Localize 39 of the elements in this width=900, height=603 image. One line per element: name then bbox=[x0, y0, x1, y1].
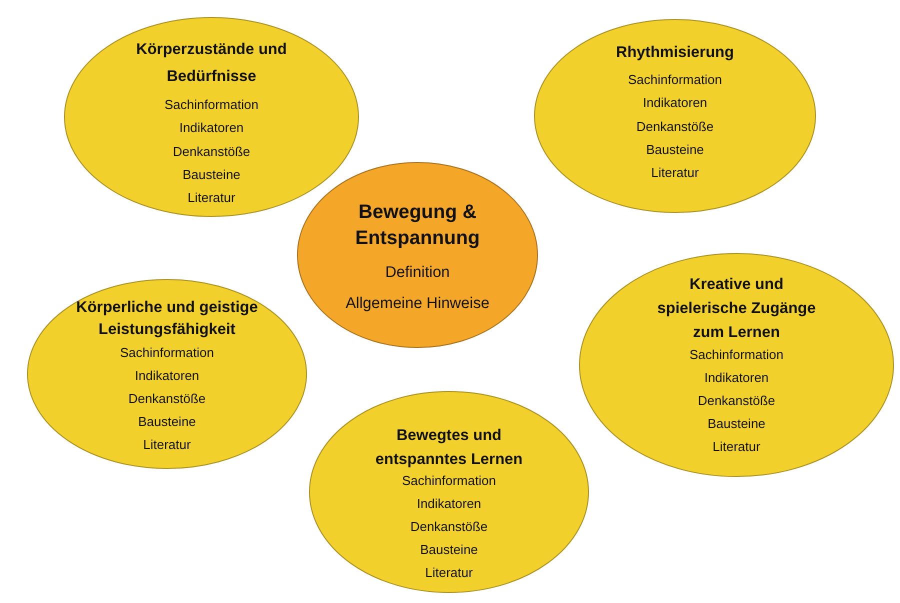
subtopic-label: Denkanstöße bbox=[128, 390, 206, 406]
topic-heading: Rhythmisierung bbox=[616, 44, 734, 61]
topic-heading: Bewegtes und entspanntes Lernen bbox=[375, 427, 523, 468]
subtopic-label: Denkanstöße bbox=[636, 118, 714, 134]
topic-ellipse bbox=[27, 279, 307, 469]
subtopic-label: Literatur bbox=[188, 190, 236, 206]
subtopic-label: Sachinformation bbox=[628, 72, 722, 87]
subtopic-label: Bausteine bbox=[182, 166, 240, 182]
subtopic-label: Bausteine bbox=[646, 142, 704, 157]
subtopic-label: Allgemeine Hinweise bbox=[346, 295, 490, 312]
topic-heading: Körperzustände und Bedürfnisse bbox=[136, 41, 287, 85]
subtopic-label: Denkanstöße bbox=[172, 144, 250, 159]
topic-heading: Bewegung & Entspannung bbox=[355, 201, 480, 249]
subtopic-label: Sachinformation bbox=[402, 472, 496, 488]
subtopic-label: Sachinformation bbox=[164, 97, 258, 112]
subtopic-label: Denkanstöße bbox=[698, 392, 776, 408]
topic-ellipse bbox=[64, 17, 359, 217]
topic-heading: Körperliche und geistige Leistungsfähigkeit bbox=[76, 299, 258, 338]
subtopic-label: Indikatoren bbox=[704, 370, 769, 385]
topic-ellipse bbox=[309, 391, 589, 593]
subtopic-label: Indikatoren bbox=[179, 120, 244, 136]
subtopic-label: Sachinformation bbox=[120, 344, 214, 360]
subtopic-label: Indikatoren bbox=[134, 368, 200, 382]
central-topic-ellipse bbox=[297, 162, 538, 348]
subtopic-label: Literatur bbox=[712, 439, 760, 454]
subtopic-label: Indikatoren bbox=[416, 496, 482, 511]
subtopic-label: Denkanstöße bbox=[410, 518, 488, 534]
subtopic-label: Bausteine bbox=[138, 414, 196, 428]
subtopic-label: Definition bbox=[385, 264, 450, 281]
subtopic-label: Indikatoren bbox=[642, 95, 708, 110]
topic-heading: Kreative und spielerische Zugänge zum Lernen bbox=[657, 276, 816, 341]
subtopic-label: Literatur bbox=[651, 165, 699, 180]
subtopic-label: Sachinformation bbox=[690, 346, 784, 362]
subtopic-label: Bausteine bbox=[420, 542, 478, 558]
subtopic-label: Literatur bbox=[425, 565, 473, 580]
subtopic-label: Bausteine bbox=[708, 416, 766, 432]
topic-ellipse bbox=[579, 253, 894, 477]
subtopic-label: Literatur bbox=[143, 436, 191, 452]
topic-ellipse bbox=[534, 19, 816, 213]
